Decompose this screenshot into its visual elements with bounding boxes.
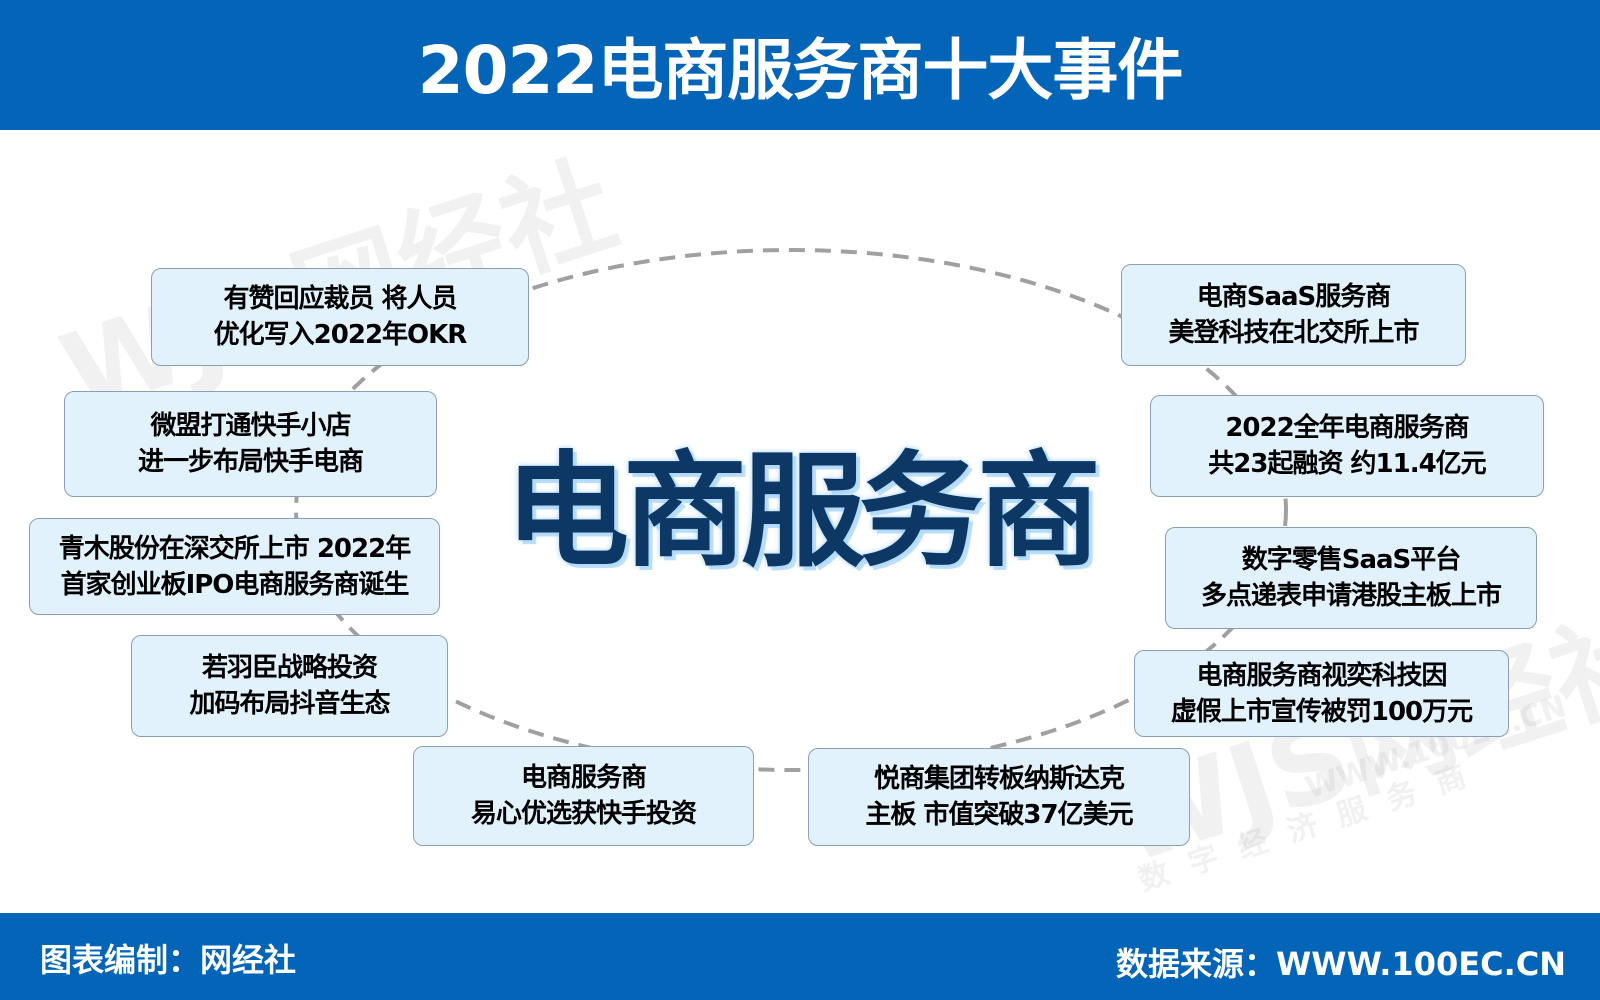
- event-line: 进一步布局快手电商: [137, 447, 364, 477]
- event-box-2: 微盟打通快手小店进一步布局快手电商: [64, 391, 437, 497]
- event-line: 多点递表申请港股主板上市: [1200, 581, 1502, 611]
- event-box-10: 电商SaaS服务商美登科技在北交所上市: [1121, 264, 1466, 366]
- event-line: 美登科技在北交所上市: [1168, 318, 1419, 348]
- event-box-9: 2022全年电商服务商共23起融资 约11.4亿元: [1150, 395, 1544, 497]
- event-line: 优化写入2022年OKR: [213, 320, 468, 350]
- event-line: 数字零售SaaS平台: [1241, 545, 1462, 575]
- event-line: 易心优选获快手投资: [470, 799, 697, 829]
- event-box-1: 有赞回应裁员 将人员优化写入2022年OKR: [151, 268, 529, 366]
- footer-credit: 图表编制：网经社: [40, 941, 297, 979]
- footer-bar: 图表编制：网经社 数据来源：WWW.100EC.CN: [0, 913, 1600, 1000]
- header-bar: 2022电商服务商十大事件: [0, 0, 1600, 130]
- event-line: 青木股份在深交所上市 2022年: [58, 533, 411, 564]
- event-line: 主板 市值突破37亿美元: [865, 800, 1133, 830]
- event-box-3: 青木股份在深交所上市 2022年首家创业板IPO电商服务商诞生: [29, 518, 440, 615]
- page-title: 2022电商服务商十大事件: [417, 32, 1184, 109]
- event-line: 2022全年电商服务商: [1225, 413, 1469, 443]
- event-box-5: 电商服务商易心优选获快手投资: [413, 746, 754, 846]
- event-line: 电商服务商视奕科技因: [1196, 660, 1447, 691]
- event-box-4: 若羽臣战略投资加码布局抖音生态: [131, 635, 448, 737]
- event-line: 若羽臣战略投资: [201, 653, 378, 683]
- event-line: 有赞回应裁员 将人员: [223, 284, 457, 314]
- event-line: 加码布局抖音生态: [189, 689, 390, 719]
- event-box-6: 悦商集团转板纳斯达克主板 市值突破37亿美元: [808, 748, 1190, 846]
- event-line: 虚假上市宣传被罚100万元: [1170, 696, 1473, 727]
- event-line: 首家创业板IPO电商服务商诞生: [60, 569, 410, 600]
- event-line: 微盟打通快手小店: [150, 411, 351, 441]
- event-line: 电商SaaS服务商: [1196, 282, 1392, 312]
- event-box-7: 电商服务商视奕科技因虚假上市宣传被罚100万元: [1134, 650, 1509, 737]
- footer-source: 数据来源：WWW.100EC.CN: [1115, 945, 1566, 983]
- event-line: 悦商集团转板纳斯达克: [873, 764, 1125, 794]
- event-box-8: 数字零售SaaS平台多点递表申请港股主板上市: [1165, 527, 1537, 629]
- event-line: 共23起融资 约11.4亿元: [1208, 449, 1486, 479]
- center-label: 电商服务商: [504, 440, 1101, 584]
- event-line: 电商服务商: [520, 763, 647, 793]
